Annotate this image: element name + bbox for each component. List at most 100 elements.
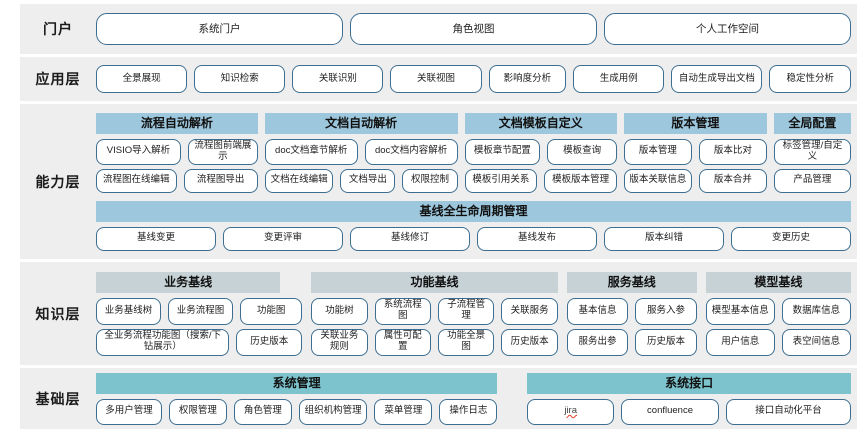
group-row: 标签管理/自定义 xyxy=(773,138,851,165)
know-item-related-business-rules[interactable]: 关联业务规则 xyxy=(311,328,368,356)
layer-band-portal: 门户 系统门户 角色视图 个人工作空间 xyxy=(20,4,857,54)
cap-item-tag-mgmt-custom[interactable]: 标签管理/自定义 xyxy=(773,138,851,165)
cap-item-doc-export[interactable]: 文档导出 xyxy=(340,168,396,193)
capability-group-global-config: 全局配置 标签管理/自定义 产品管理 xyxy=(773,112,851,193)
layer-band-knowledge: 知识层 业务基线 业务基线树 业务流程图 功能图 全业务流程功能图（搜索/下钻展… xyxy=(20,262,857,365)
knowledge-group-function-baseline: 功能基线 功能树 系统流程图 子流程管理 关联服务 关联业务规则 属性可配置 功… xyxy=(311,271,558,356)
cap-item-template-reference[interactable]: 模板引用关系 xyxy=(464,168,538,193)
group-header-function-baseline: 功能基线 xyxy=(311,271,558,293)
know-item-database-info[interactable]: 数据库信息 xyxy=(781,297,851,325)
app-item-auto-export-doc[interactable]: 自动生成导出文档 xyxy=(671,65,763,93)
base-item-confluence-logo[interactable]: confluence xyxy=(620,398,720,425)
know-item-system-flowchart[interactable]: 系统流程图 xyxy=(374,297,431,325)
group-header-model-baseline: 模型基线 xyxy=(705,271,851,293)
know-item-user-info[interactable]: 用户信息 xyxy=(705,328,775,356)
cap-item-version-compare[interactable]: 版本比对 xyxy=(698,138,767,165)
lifecycle-item-change-review[interactable]: 变更评审 xyxy=(223,226,343,251)
lifecycle-item-baseline-release[interactable]: 基线发布 xyxy=(477,226,597,251)
portal-item-role-view[interactable]: 角色视图 xyxy=(350,13,597,45)
know-item-service-input-params[interactable]: 服务入参 xyxy=(635,297,697,325)
capability-group-process-parsing: 流程自动解析 VISIO导入解析 流程图前端展示 流程图在线编辑 流程图导出 xyxy=(96,112,258,193)
base-item-menu-mgmt[interactable]: 菜单管理 xyxy=(374,398,433,425)
know-item-service-output-params[interactable]: 服务出参 xyxy=(566,328,629,356)
cap-item-version-merge[interactable]: 版本合并 xyxy=(698,168,767,193)
know-item-function-panorama[interactable]: 功能全景图 xyxy=(437,328,495,356)
cap-item-flowchart-online-edit[interactable]: 流程图在线编辑 xyxy=(96,168,177,193)
group-rows-service-baseline: 基本信息 服务入参 服务出参 历史版本 xyxy=(566,297,697,356)
app-item-relation-view[interactable]: 关联视图 xyxy=(390,65,482,93)
know-item-tablespace-info[interactable]: 表空间信息 xyxy=(781,328,851,356)
know-item-history-version-function[interactable]: 历史版本 xyxy=(501,328,558,356)
group-row: 流程图在线编辑 流程图导出 xyxy=(96,168,258,193)
know-item-model-basic-info[interactable]: 模型基本信息 xyxy=(705,297,775,325)
base-item-role-mgmt[interactable]: 角色管理 xyxy=(233,398,292,425)
cap-item-permission-control[interactable]: 权限控制 xyxy=(402,168,458,193)
lifecycle-item-baseline-change[interactable]: 基线变更 xyxy=(96,226,216,251)
know-item-function-tree[interactable]: 功能树 xyxy=(311,297,368,325)
cap-item-version-relation-info[interactable]: 版本关联信息 xyxy=(623,168,692,193)
group-rows-system-interface: jira confluence 接口自动化平台 xyxy=(527,398,851,425)
know-item-basic-info[interactable]: 基本信息 xyxy=(566,297,629,325)
application-body: 全景展现 知识检索 关联识别 关联视图 影响度分析 生成用例 自动生成导出文档 … xyxy=(96,65,857,93)
know-item-function-chart[interactable]: 功能图 xyxy=(239,297,303,325)
group-row: 产品管理 xyxy=(773,168,851,193)
app-item-knowledge-search[interactable]: 知识检索 xyxy=(194,65,286,93)
portal-row: 系统门户 角色视图 个人工作空间 xyxy=(96,13,851,45)
cap-item-template-version-mgmt[interactable]: 模板版本管理 xyxy=(544,168,617,193)
group-rows-model-baseline: 模型基本信息 数据库信息 用户信息 表空间信息 xyxy=(705,297,851,356)
group-rows-function-baseline: 功能树 系统流程图 子流程管理 关联服务 关联业务规则 属性可配置 功能全景图 … xyxy=(311,297,558,356)
cap-item-visio-import-parse[interactable]: VISIO导入解析 xyxy=(96,138,181,165)
know-item-related-service[interactable]: 关联服务 xyxy=(501,297,558,325)
cap-item-template-query[interactable]: 模板查询 xyxy=(547,138,617,165)
base-item-org-structure-mgmt[interactable]: 组织机构管理 xyxy=(298,398,368,425)
base-item-permission-mgmt[interactable]: 权限管理 xyxy=(168,398,227,425)
capability-group-doc-template: 文档模板自定义 模板章节配置 模板查询 模板引用关系 模板版本管理 xyxy=(464,112,617,193)
layer-label-knowledge: 知识层 xyxy=(35,305,81,322)
group-row: doc文档章节解析 doc文档内容解析 xyxy=(264,138,458,165)
app-item-impact-analysis[interactable]: 影响度分析 xyxy=(488,65,567,93)
know-item-business-baseline-tree[interactable]: 业务基线树 xyxy=(96,297,161,325)
base-item-jira-logo[interactable]: jira xyxy=(527,398,614,425)
app-item-relation-recognition[interactable]: 关联识别 xyxy=(292,65,384,93)
layer-label-base: 基础层 xyxy=(35,390,81,407)
know-item-business-flowchart[interactable]: 业务流程图 xyxy=(167,297,233,325)
group-rows-doc-template: 模板章节配置 模板查询 模板引用关系 模板版本管理 xyxy=(464,138,617,193)
jira-label: jira xyxy=(564,405,577,417)
cap-item-flowchart-export[interactable]: 流程图导出 xyxy=(183,168,258,193)
cap-item-doc-online-edit[interactable]: 文档在线编辑 xyxy=(264,168,334,193)
know-item-subprocess-mgmt[interactable]: 子流程管理 xyxy=(437,297,495,325)
lifecycle-item-baseline-revision[interactable]: 基线修订 xyxy=(350,226,470,251)
base-group-system-management: 系统管理 多用户管理 权限管理 角色管理 组织机构管理 菜单管理 操作日志 xyxy=(96,372,498,425)
cap-item-doc-chapter-parse[interactable]: doc文档章节解析 xyxy=(264,138,358,165)
lifecycle-item-version-correction[interactable]: 版本纠错 xyxy=(604,226,724,251)
group-rows-doc-parsing: doc文档章节解析 doc文档内容解析 文档在线编辑 文档导出 权限控制 xyxy=(264,138,458,193)
portal-item-system-portal[interactable]: 系统门户 xyxy=(96,13,343,45)
group-header-version-mgmt: 版本管理 xyxy=(623,112,767,134)
base-groups: 系统管理 多用户管理 权限管理 角色管理 组织机构管理 菜单管理 操作日志 系 xyxy=(96,372,851,425)
portal-item-personal-workspace[interactable]: 个人工作空间 xyxy=(604,13,851,45)
application-row: 全景展现 知识检索 关联识别 关联视图 影响度分析 生成用例 自动生成导出文档 … xyxy=(96,65,852,93)
know-item-configurable-attributes[interactable]: 属性可配置 xyxy=(374,328,431,356)
base-item-interface-automation-platform[interactable]: 接口自动化平台 xyxy=(726,398,851,425)
base-item-multi-user-mgmt[interactable]: 多用户管理 xyxy=(96,398,162,425)
cap-item-doc-content-parse[interactable]: doc文档内容解析 xyxy=(364,138,458,165)
group-header-doc-template: 文档模板自定义 xyxy=(464,112,617,134)
lifecycle-item-change-history[interactable]: 变更历史 xyxy=(731,226,851,251)
app-item-generate-cases[interactable]: 生成用例 xyxy=(573,65,665,93)
group-header-system-interface: 系统接口 xyxy=(527,372,851,394)
know-item-history-version-service[interactable]: 历史版本 xyxy=(635,328,697,356)
app-item-stability-analysis[interactable]: 稳定性分析 xyxy=(769,65,852,93)
know-item-full-business-flow-function-chart[interactable]: 全业务流程功能图（搜索/下钻展示） xyxy=(96,328,230,356)
group-row: 文档在线编辑 文档导出 权限控制 xyxy=(264,168,458,193)
cap-item-product-mgmt[interactable]: 产品管理 xyxy=(773,168,851,193)
know-item-history-version-business[interactable]: 历史版本 xyxy=(236,328,303,356)
group-row: 用户信息 表空间信息 xyxy=(705,328,851,356)
cap-item-template-chapter-config[interactable]: 模板章节配置 xyxy=(464,138,541,165)
base-item-operation-log[interactable]: 操作日志 xyxy=(439,398,498,425)
group-header-service-baseline: 服务基线 xyxy=(566,271,697,293)
capability-group-version-mgmt: 版本管理 版本管理 版本比对 版本关联信息 版本合并 xyxy=(623,112,767,193)
group-row: 功能树 系统流程图 子流程管理 关联服务 xyxy=(311,297,558,325)
cap-item-version-management[interactable]: 版本管理 xyxy=(623,138,692,165)
cap-item-flowchart-frontend-display[interactable]: 流程图前端展示 xyxy=(187,138,258,165)
app-item-panorama[interactable]: 全景展现 xyxy=(96,65,188,93)
